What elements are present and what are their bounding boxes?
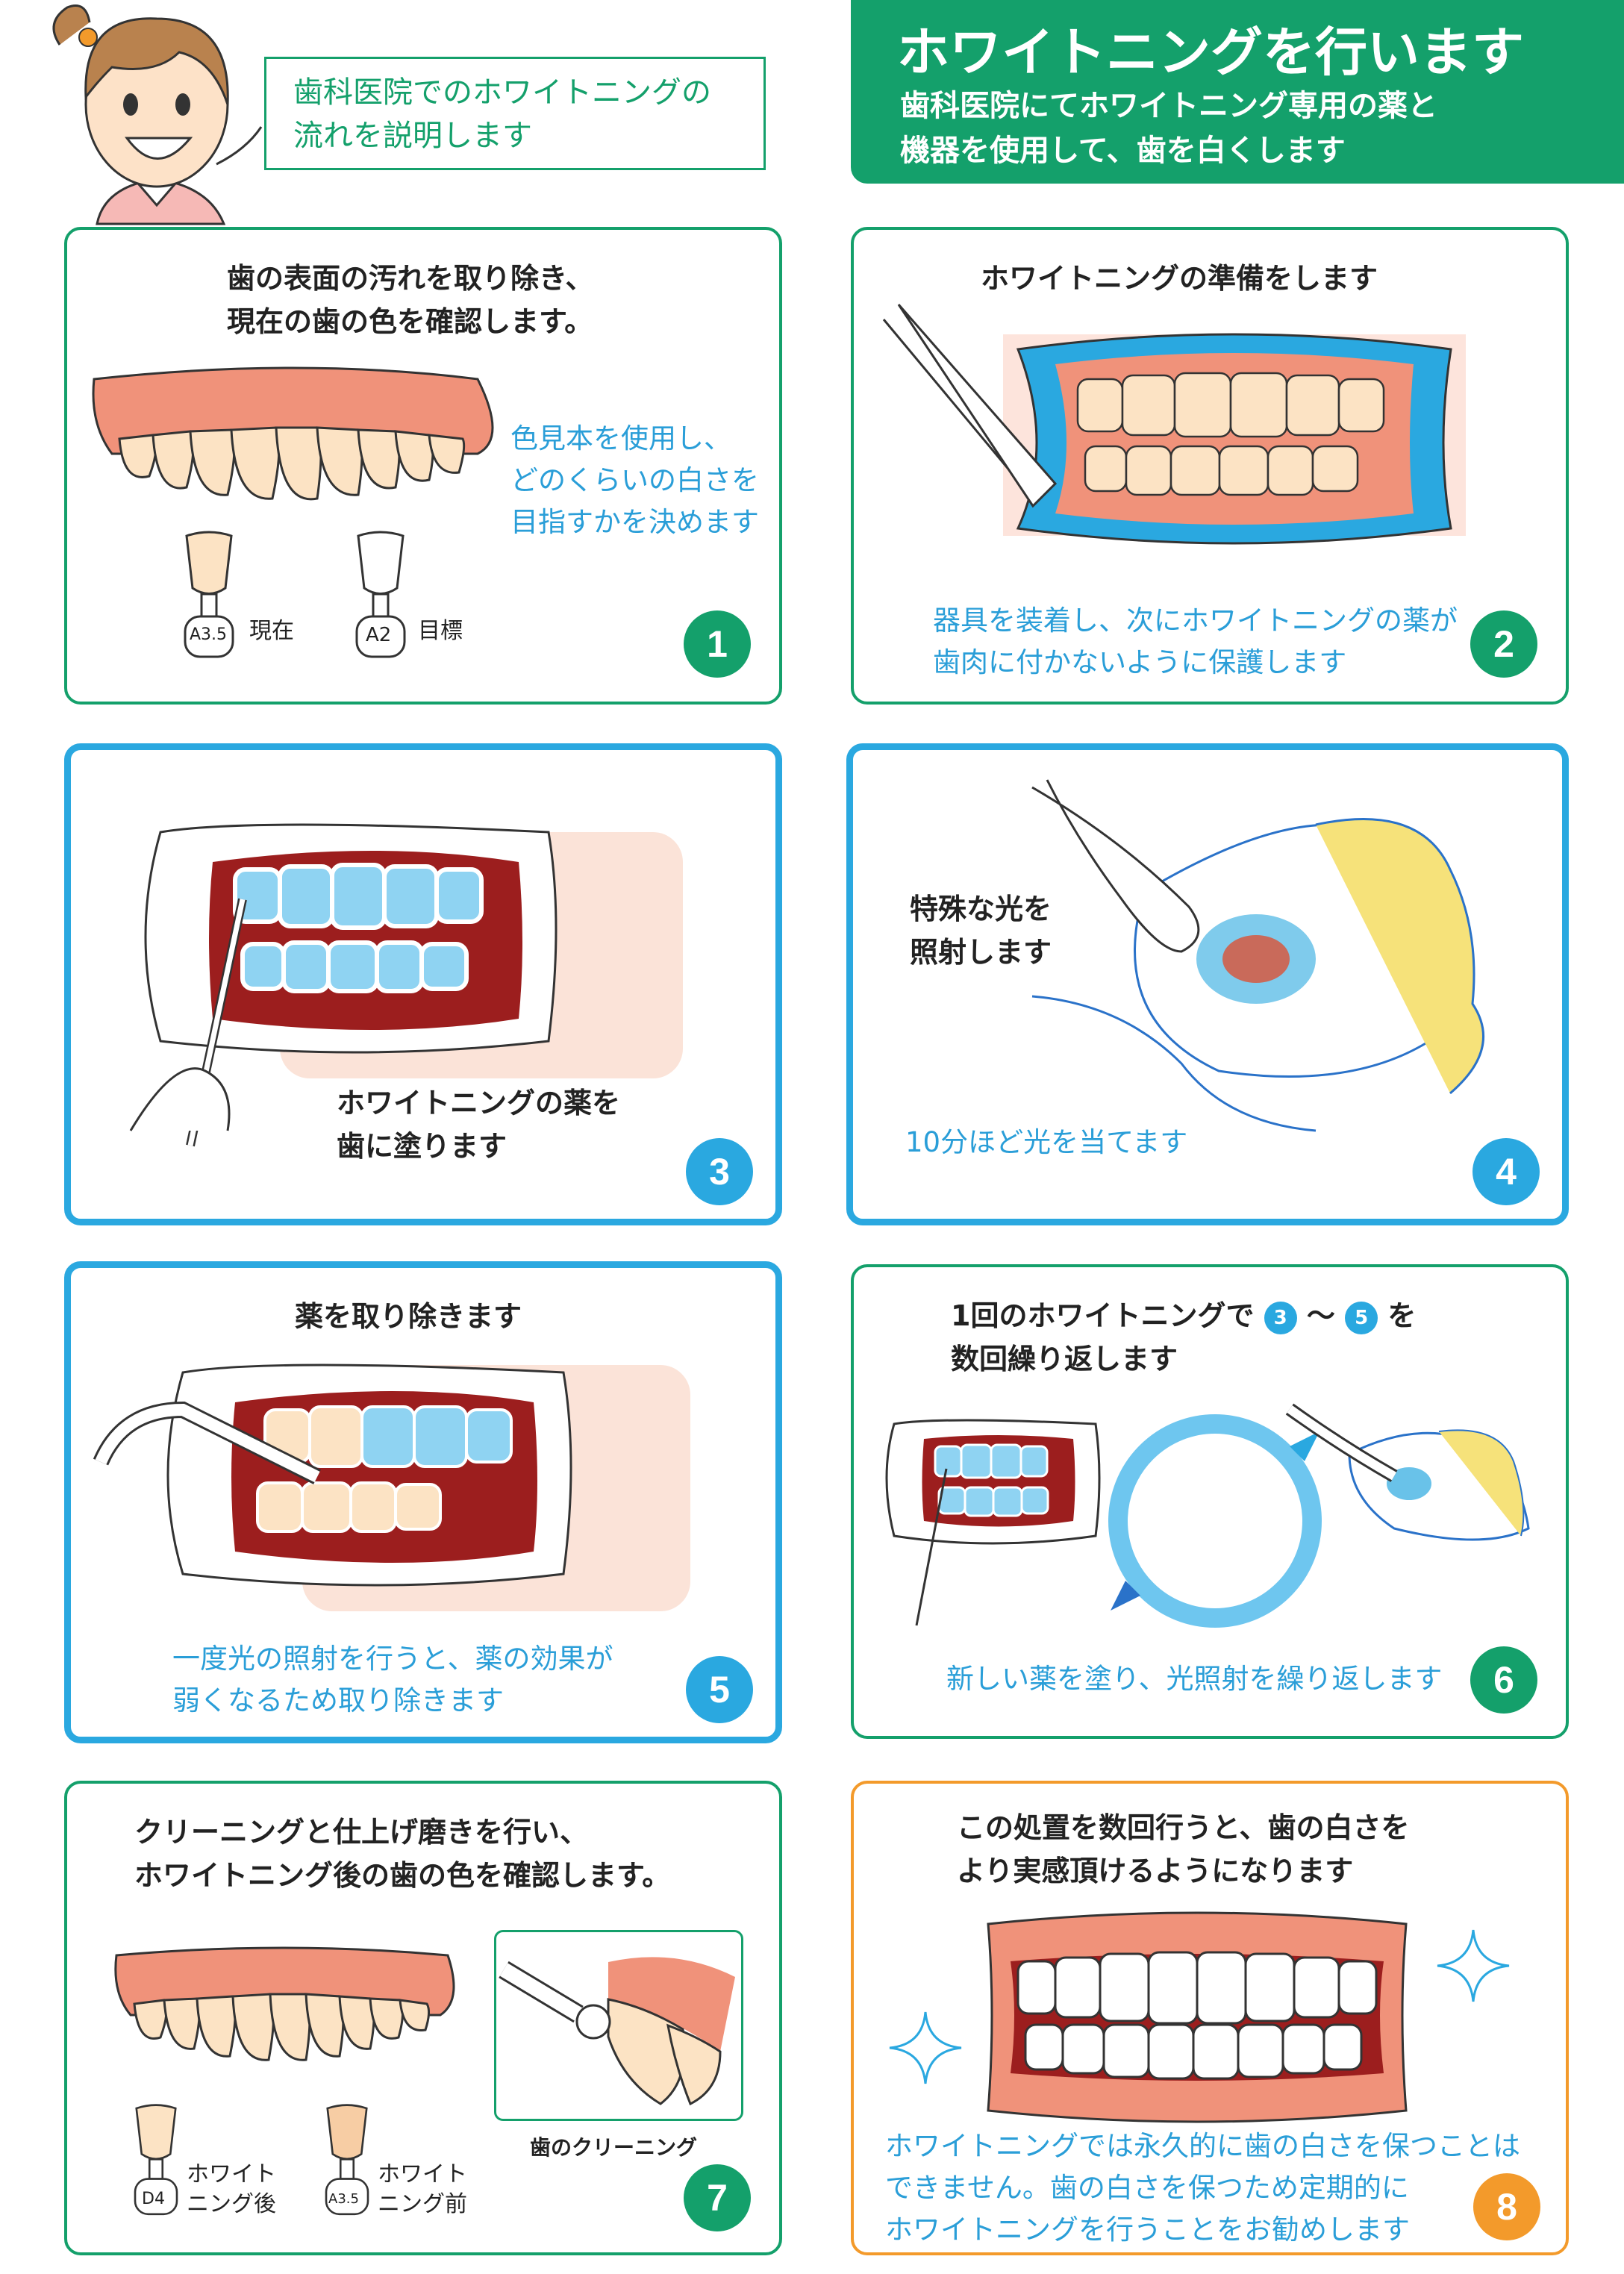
step-1-heading: 歯の表面の汚れを取り除き、 現在の歯の色を確認します。 — [227, 262, 594, 338]
step-6-heading: 1回のホワイトニングで 3 〜 5 を 数回繰り返します — [951, 1294, 1416, 1381]
tilde: 〜 — [1306, 1299, 1335, 1332]
step-1-number: 1 — [684, 610, 751, 678]
step-8-card: この処置を数回行うと、歯の白さを より実感頂けるようになります ホワイトニングで… — [851, 1781, 1569, 2255]
title-banner: ホワイトニングを行います 歯科医院にてホワイトニング専用の薬と 機器を使用して、… — [851, 0, 1624, 184]
shade-tab-icon — [355, 531, 406, 658]
intro-text: 歯科医院でのホワイトニングの 流れを説明します — [293, 75, 711, 153]
step-3-reference-badge: 3 — [1264, 1301, 1297, 1334]
step-3-number: 3 — [686, 1138, 753, 1205]
shade-code: A2 — [366, 624, 392, 646]
step-8-note: ホワイトニングでは永久的に歯の白さを保つことは できません。歯の白さを保つため定… — [885, 2130, 1520, 2246]
page-subtitle: 歯科医院にてホワイトニング専用の薬と 機器を使用して、歯を白くします — [900, 89, 1437, 168]
shade-tab-icon — [325, 2104, 369, 2216]
shade-label: 現在 — [249, 618, 294, 644]
step-5-reference-badge: 5 — [1345, 1301, 1378, 1334]
shade-label: ホワイト ニング前 — [378, 2161, 467, 2217]
step-6-heading-text: を — [1387, 1299, 1417, 1332]
step-1-card: 歯の表面の汚れを取り除き、 現在の歯の色を確認します。 色見本を使用し、 どのく… — [64, 227, 782, 705]
step-6-heading-text: 1回のホワイトニングで — [951, 1299, 1255, 1332]
step-6-number: 6 — [1470, 1646, 1537, 1714]
step-8-heading: この処置を数回行うと、歯の白さを より実感頂けるようになります — [957, 1811, 1410, 1887]
step-1-note: 色見本を使用し、 どのくらいの白さを 目指すかを決めます — [510, 422, 759, 538]
retractor-teeth-illustration — [882, 304, 1466, 545]
step-5-note: 一度光の照射を行うと、薬の効果が 弱くなるため取り除きます — [172, 1643, 613, 1717]
step-3-card: ホワイトニングの薬を 歯に塗ります 3 — [64, 743, 782, 1225]
step-6-note: 新しい薬を塗り、光照射を繰り返します — [946, 1663, 1443, 1695]
step-2-note: 器具を装着し、次にホワイトニングの薬が 歯肉に付かないように保護します — [933, 605, 1458, 678]
step-4-number: 4 — [1472, 1138, 1540, 1205]
remove-gel-illustration — [93, 1364, 690, 1611]
upper-teeth-illustration — [114, 1946, 455, 2061]
step-6-heading-line2: 数回繰り返します — [951, 1343, 1178, 1375]
sparkle-icon — [1437, 1929, 1510, 2002]
cleaning-inset — [494, 1930, 743, 2121]
shade-code: A3.5 — [190, 625, 228, 644]
step-2-card: ホワイトニングの準備をします 器具を装着し、次にホワイトニングの薬が 歯肉に付か… — [851, 227, 1569, 705]
sparkle-icon — [889, 2011, 962, 2084]
step-8-number: 8 — [1473, 2173, 1540, 2240]
shade-label: 目標 — [418, 618, 463, 644]
step-5-card: 薬を取り除きます 一度光の照射を行うと、薬の効果が 弱くなるため取り除きます 5 — [64, 1261, 782, 1743]
step-4-heading: 特殊な光を 照射します — [910, 893, 1052, 969]
intro-box: 歯科医院でのホワイトニングの 流れを説明します — [264, 57, 766, 170]
shade-tab-icon — [184, 531, 234, 658]
step-2-number: 2 — [1470, 610, 1537, 678]
shade-tab-icon — [134, 2104, 178, 2216]
step-4-note: 10分ほど光を当てます — [905, 1126, 1188, 1158]
step-7-number: 7 — [684, 2164, 751, 2231]
shade-label: ホワイト ニング後 — [187, 2161, 276, 2217]
light-irradiation-illustration — [1031, 779, 1484, 1132]
step-5-heading: 薬を取り除きます — [295, 1300, 522, 1333]
cleaning-caption: 歯のクリーニング — [530, 2135, 698, 2160]
apply-gel-illustration — [129, 823, 683, 1147]
repeat-cycle-illustration — [885, 1403, 1530, 1628]
step-4-card: 特殊な光を 照射します 10分ほど光を当てます 4 — [846, 743, 1569, 1225]
page-title: ホワイトニングを行います — [897, 22, 1524, 83]
upper-teeth-illustration — [92, 366, 494, 501]
shade-code: D4 — [142, 2190, 165, 2208]
step-7-card: クリーニングと仕上げ磨きを行い、 ホワイトニング後の歯の色を確認します。 歯のク… — [64, 1781, 782, 2255]
step-3-heading: ホワイトニングの薬を 歯に塗ります — [337, 1087, 621, 1163]
step-7-heading: クリーニングと仕上げ磨きを行い、 ホワイトニング後の歯の色を確認します。 — [134, 1816, 671, 1892]
mascot-girl-illustration — [52, 4, 263, 225]
step-2-heading: ホワイトニングの準備をします — [981, 262, 1378, 295]
cleaning-brush-illustration — [499, 1957, 735, 2106]
shade-code: A3.5 — [328, 2191, 359, 2207]
step-5-number: 5 — [686, 1656, 753, 1723]
step-6-card: 1回のホワイトニングで 3 〜 5 を 数回繰り返します 新しい薬を塗り、光照射… — [851, 1264, 1569, 1739]
white-teeth-illustration — [987, 1911, 1408, 2123]
